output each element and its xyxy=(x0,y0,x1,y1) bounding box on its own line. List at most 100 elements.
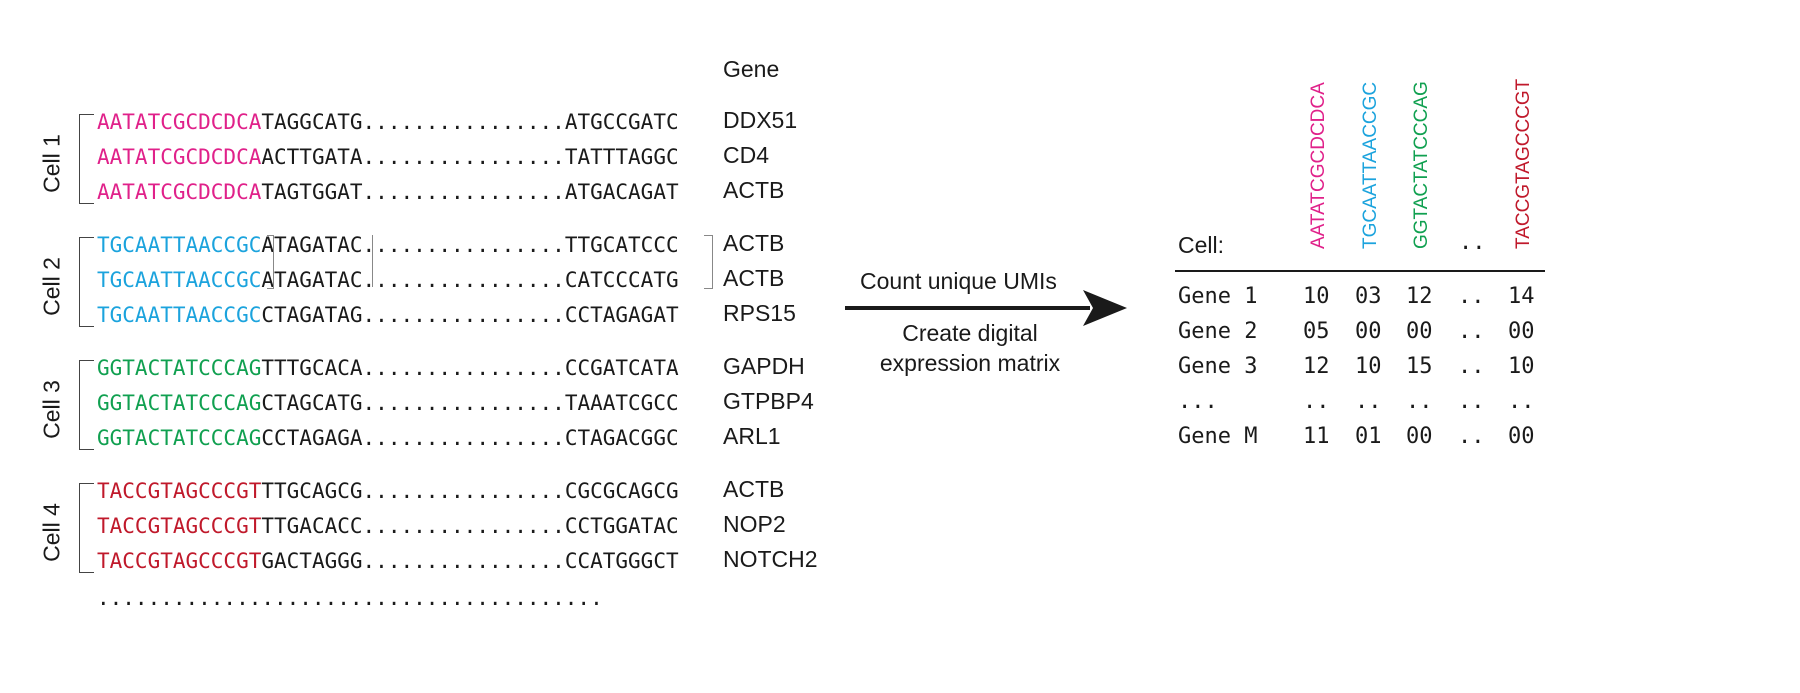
gene-name: ACTB xyxy=(723,476,785,502)
matrix-header-divider xyxy=(1175,270,1545,272)
read-sequence: GGTACTATCCCAGTTTGCACA................CCG… xyxy=(97,356,679,380)
matrix-row-name: Gene 1 xyxy=(1178,284,1258,309)
gene-name: RPS15 xyxy=(723,300,796,326)
matrix-row-name: ... xyxy=(1178,389,1218,414)
read-sequence: GGTACTATCCCAGCTAGCATG................TAA… xyxy=(97,391,679,415)
matrix-column-barcode: AATATCGCDCDCA xyxy=(1308,82,1329,249)
read-end: CCTAGAGAT xyxy=(564,303,679,327)
gene-name: ARL1 xyxy=(723,423,781,449)
umi-barcode: TGCAATTAACCGC xyxy=(97,303,262,327)
gene-column-header: Gene xyxy=(723,56,780,82)
read-middle: CCTAGAGA xyxy=(261,426,363,450)
umi-barcode: GGTACTATCCCAG xyxy=(97,356,262,380)
umi-barcode: TACCGTAGCCCGT xyxy=(97,549,262,573)
read-middle: TTGACACC xyxy=(261,514,363,538)
trailing-dots: ........................................ xyxy=(97,586,603,610)
matrix-cell-value: 15 xyxy=(1406,354,1433,379)
read-end: CGCGCAGCG xyxy=(564,479,679,503)
cell-label: Cell 3 xyxy=(38,380,65,439)
matrix-cell-value: .. xyxy=(1303,389,1330,414)
gene-name: NOP2 xyxy=(723,511,786,537)
read-sequence: TGCAATTAACCGCATAGATAC................TTG… xyxy=(97,233,679,257)
umi-barcode: AATATCGCDCDCA xyxy=(97,110,262,134)
arrow-head xyxy=(1083,290,1127,326)
gene-name: ACTB xyxy=(723,230,785,256)
read-gap: ................ xyxy=(362,391,565,415)
read-sequence: TGCAATTAACCGCATAGATAC................CAT… xyxy=(97,268,679,292)
duplicate-marker-mid xyxy=(372,235,373,287)
read-gap: ................ xyxy=(362,514,565,538)
read-gap: ................ xyxy=(362,268,565,292)
matrix-cell-value: 00 xyxy=(1355,319,1382,344)
matrix-column-ellipsis: .. xyxy=(1459,230,1486,255)
duplicate-marker-right xyxy=(704,235,713,289)
arrow-bottom-label-line-2: expression matrix xyxy=(879,350,1061,376)
umi-barcode: TACCGTAGCCCGT xyxy=(97,479,262,503)
matrix-cell-value: 12 xyxy=(1406,284,1433,309)
matrix-column-barcode: GGTACTATCCCAG xyxy=(1411,81,1432,249)
matrix-column-barcode: TACCGTAGCCCGT xyxy=(1513,78,1534,249)
read-middle: ATAGATAC xyxy=(261,233,363,257)
read-sequence: TACCGTAGCCCGTTTGCAGCG................CGC… xyxy=(97,479,679,503)
gene-name: CD4 xyxy=(723,142,770,168)
matrix-cell-value: .. xyxy=(1458,319,1485,344)
read-sequence: AATATCGCDCDCATAGGCATG................ATG… xyxy=(97,110,679,134)
read-middle: TTTGCACA xyxy=(261,356,363,380)
umi-barcode: TGCAATTAACCGC xyxy=(97,268,262,292)
matrix-corner-label: Cell: xyxy=(1178,232,1225,258)
gene-name: DDX51 xyxy=(723,107,798,133)
read-end: CCGATCATA xyxy=(564,356,679,380)
umi-barcode: TGCAATTAACCGC xyxy=(97,233,262,257)
read-sequence: GGTACTATCCCAGCCTAGAGA................CTA… xyxy=(97,426,679,450)
umi-barcode: GGTACTATCCCAG xyxy=(97,391,262,415)
read-middle: TTGCAGCG xyxy=(261,479,363,503)
read-middle: CTAGCATG xyxy=(261,391,363,415)
read-end: ATGACAGAT xyxy=(564,180,679,204)
read-gap: ................ xyxy=(362,356,565,380)
matrix-cell-value: 01 xyxy=(1355,424,1382,449)
matrix-cell-value: 03 xyxy=(1355,284,1382,309)
matrix-row-name: Gene M xyxy=(1178,424,1258,449)
matrix-cell-value: 11 xyxy=(1303,424,1330,449)
matrix-cell-value: 12 xyxy=(1303,354,1330,379)
cell-label: Cell 2 xyxy=(38,257,65,316)
matrix-cell-value: .. xyxy=(1458,389,1485,414)
matrix-cell-value: .. xyxy=(1458,284,1485,309)
matrix-cell-value: 00 xyxy=(1508,319,1535,344)
matrix-cell-value: 00 xyxy=(1406,319,1433,344)
cell-bracket xyxy=(79,483,94,573)
cell-bracket xyxy=(79,237,94,327)
matrix-cell-value: 10 xyxy=(1355,354,1382,379)
read-middle: TAGTGGAT xyxy=(261,180,363,204)
matrix-cell-value: 00 xyxy=(1406,424,1433,449)
matrix-cell-value: 10 xyxy=(1508,354,1535,379)
read-middle: ACTTGATA xyxy=(261,145,363,169)
matrix-cell-value: .. xyxy=(1406,389,1433,414)
read-end: TAAATCGCC xyxy=(564,391,679,415)
read-end: CCTGGATAC xyxy=(564,514,679,538)
cell-bracket xyxy=(79,360,94,450)
matrix-column-barcode: TGCAATTAACCGC xyxy=(1360,81,1381,249)
arrow-top-label: Count unique UMIs xyxy=(860,268,1057,294)
read-middle: GACTAGGG xyxy=(261,549,363,573)
read-sequence: TACCGTAGCCCGTTTGACACC................CCT… xyxy=(97,514,679,538)
arrow-bottom-label-line-1: Create digital xyxy=(902,320,1038,346)
matrix-cell-value: .. xyxy=(1355,389,1382,414)
gene-name: ACTB xyxy=(723,177,785,203)
read-sequence: AATATCGCDCDCAACTTGATA................TAT… xyxy=(97,145,679,169)
matrix-cell-value: 10 xyxy=(1303,284,1330,309)
read-end: CTAGACGGC xyxy=(564,426,679,450)
gene-name: NOTCH2 xyxy=(723,546,818,572)
read-gap: ................ xyxy=(362,233,565,257)
read-end: CCATGGGCT xyxy=(564,549,679,573)
gene-name: GAPDH xyxy=(723,353,805,379)
arrow-bottom-label: Create digital expression matrix xyxy=(840,318,1100,378)
gene-name: ACTB xyxy=(723,265,785,291)
read-end: TATTTAGGC xyxy=(564,145,679,169)
gene-name: GTPBP4 xyxy=(723,388,814,414)
cell-label: Cell 1 xyxy=(38,134,65,193)
read-sequence: AATATCGCDCDCATAGTGGAT................ATG… xyxy=(97,180,679,204)
matrix-cell-value: .. xyxy=(1458,354,1485,379)
read-gap: ................ xyxy=(362,549,565,573)
cell-bracket xyxy=(79,114,94,204)
